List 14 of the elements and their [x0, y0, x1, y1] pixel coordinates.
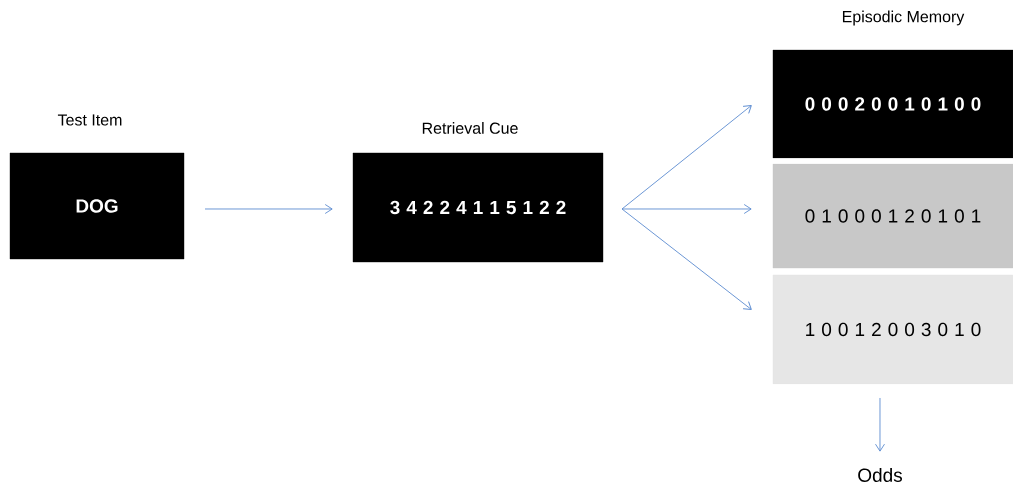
memory-box: 0 1 0 0 0 1 2 0 1 0 1	[772, 163, 1013, 269]
heading: Test Item	[57, 114, 122, 126]
result-text: Odds	[858, 468, 902, 482]
section-heading: Episodic Memory	[842, 10, 965, 26]
arrow	[204, 204, 333, 214]
memory-box: 1 0 0 1 2 0 0 3 0 1 0	[772, 274, 1013, 385]
arrow	[621, 105, 752, 210]
arrow	[621, 204, 752, 214]
heading: Retrieval Cue	[422, 122, 518, 134]
memory-box: 0 0 0 2 0 0 1 0 1 0 0	[772, 49, 1013, 159]
arrow	[875, 397, 885, 452]
memory-box: DOG	[9, 152, 185, 260]
memory-box: 3 4 2 2 4 1 1 5 1 2 2	[352, 152, 604, 263]
arrow	[621, 208, 752, 310]
